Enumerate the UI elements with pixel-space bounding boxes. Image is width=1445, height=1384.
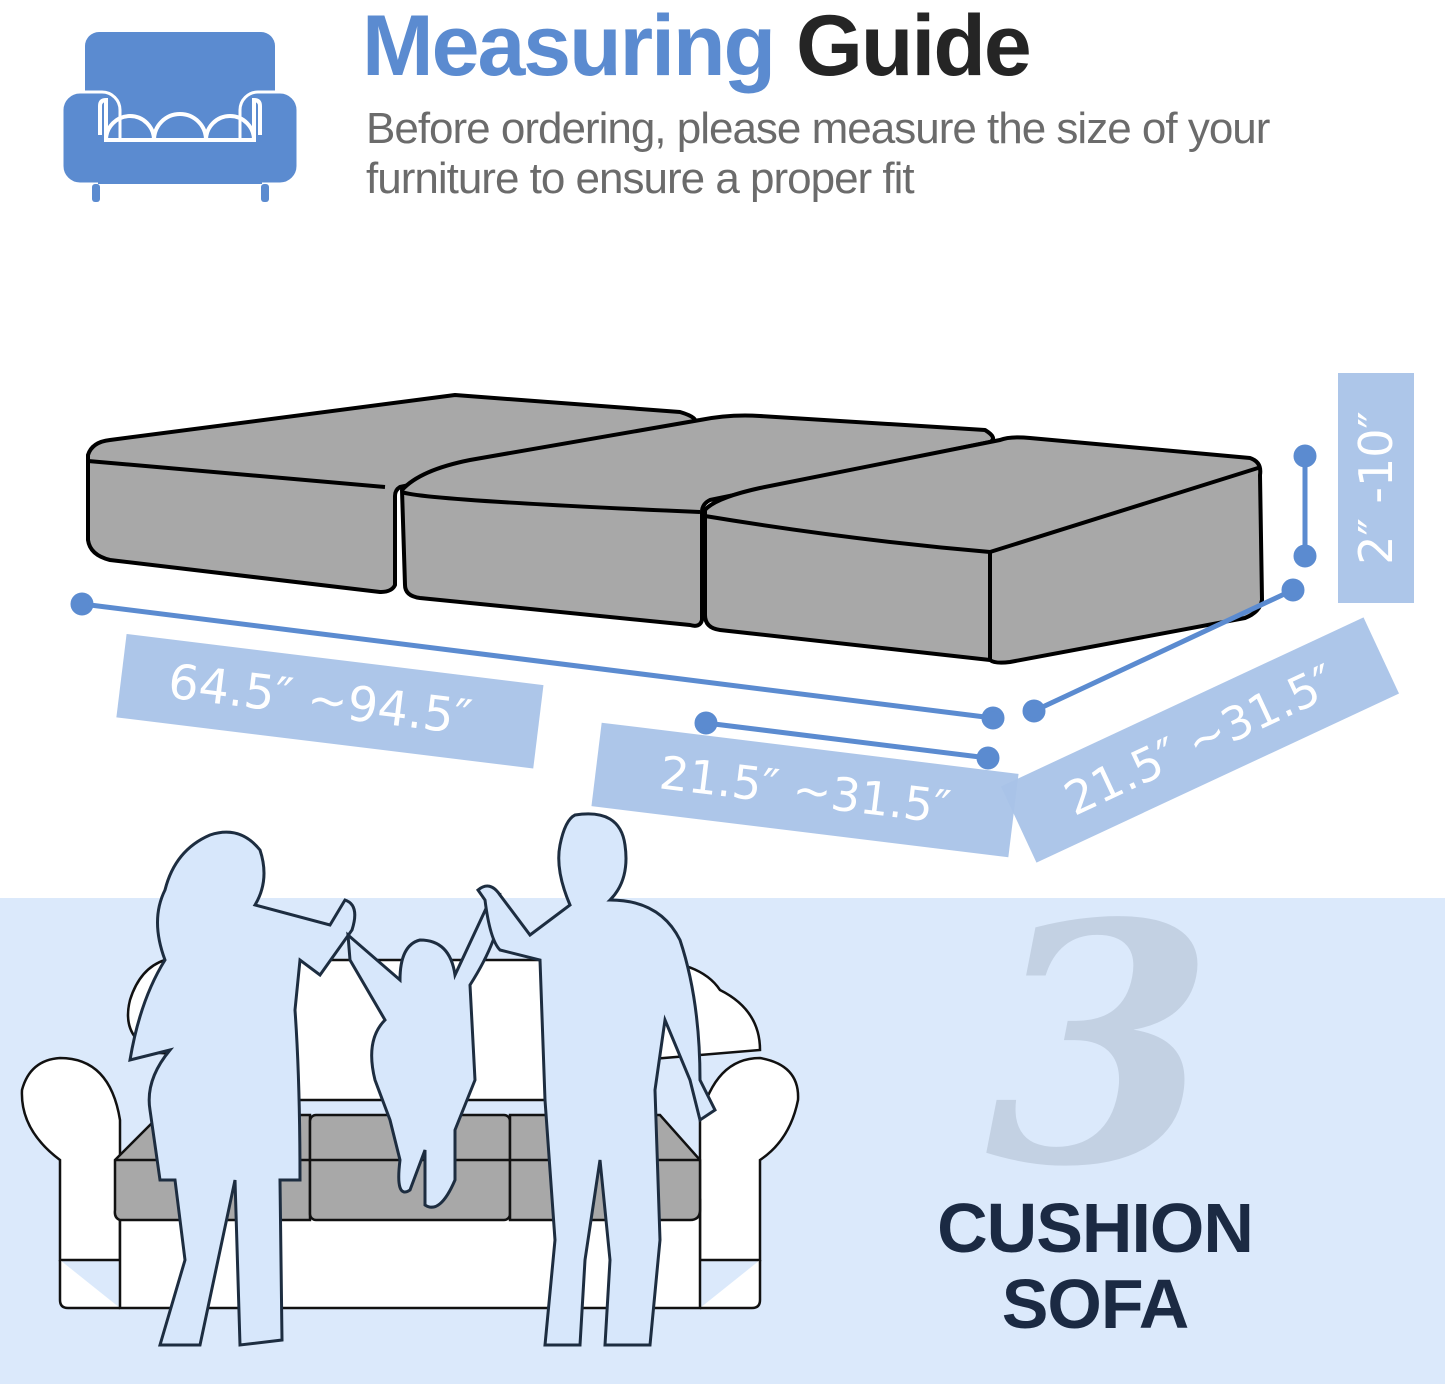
- badge-line-1: CUSHION: [937, 1189, 1254, 1267]
- badge-number: 3: [985, 851, 1215, 1239]
- page-title: Measuring Guide: [362, 0, 1032, 96]
- family-silhouettes: [128, 812, 717, 1347]
- depth-measure-line: [1022, 578, 1305, 723]
- subtitle: Before ordering, please measure the size…: [366, 104, 1426, 204]
- badge-line-2: SOFA: [1001, 1265, 1190, 1343]
- cushion-1: [86, 393, 698, 594]
- sofa-icon: [60, 32, 300, 202]
- cushion-diagram: 64.5″ ~94.5″ 21.5″ ~31.5″ 21.5″ ~31.5″ 2…: [70, 373, 1414, 863]
- title-measuring: Measuring: [362, 0, 776, 94]
- svg-text:2″ -10″: 2″ -10″: [1349, 411, 1403, 564]
- cushion-3: [703, 435, 1264, 665]
- length-measure-line: [70, 592, 1005, 730]
- title-guide: Guide: [796, 0, 1032, 94]
- cushion-width-measure-line: [694, 711, 1000, 770]
- height-measure-line: [1293, 444, 1317, 568]
- subtitle-line-1: Before ordering, please measure the size…: [366, 104, 1270, 153]
- family-sofa-illustration: [20, 812, 800, 1347]
- man-silhouette: [475, 812, 717, 1347]
- subtitle-line-2: furniture to ensure a proper fit: [366, 154, 915, 203]
- height-label: 2″ -10″: [1338, 373, 1414, 603]
- cushion-width-label: 21.5″ ~31.5″: [591, 722, 1019, 858]
- badge-text: CUSHION SOFA: [930, 1190, 1260, 1342]
- woman-silhouette: [128, 830, 357, 1347]
- child-silhouette: [346, 892, 503, 1209]
